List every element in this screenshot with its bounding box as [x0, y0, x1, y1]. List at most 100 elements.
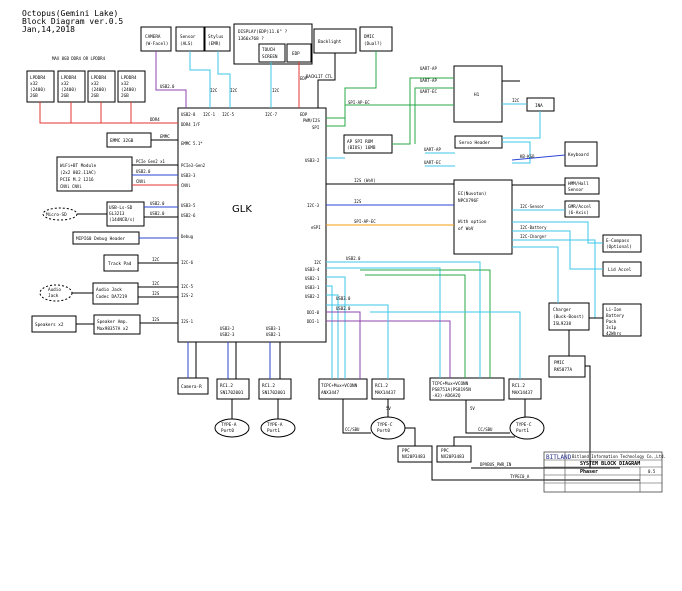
svg-text:Track Pad: Track Pad — [108, 261, 132, 267]
sensor-block: Sensor (ALS) — [175, 26, 205, 52]
svg-text:x32: x32 — [91, 81, 99, 87]
tcpc-right-block: TCPC+Mux+VCONN PS8751A(PS8195N -A3)-AD6A… — [429, 377, 505, 401]
pin-spi: SPI — [312, 125, 320, 130]
pin-b-usb2-1: USB2-1 — [266, 332, 281, 337]
svg-text:Port0: Port0 — [221, 428, 234, 434]
lpddr4-0: LPDDR4 x32 (2400) 2GB — [26, 70, 55, 103]
svg-text:Port1: Port1 — [516, 428, 529, 434]
svg-text:USB-Ls-SD: USB-Ls-SD — [109, 205, 133, 211]
svg-text:ISL9238: ISL9238 — [553, 321, 572, 327]
backlight-block: Backlight — [313, 28, 357, 54]
pin-emmc: EMMC 5.1* — [181, 141, 203, 146]
cpu-left-pins: DDR4 I/F EMMC 5.1* PCIe3-Gen2 USB3-3 CNV… — [181, 122, 206, 324]
svg-text:x32: x32 — [61, 81, 69, 87]
net-i2c-top1: I2C — [210, 88, 218, 93]
net-usb-right2: USB3.0 — [336, 296, 351, 301]
pin-ddi-1: DDI-1 — [307, 319, 320, 324]
net-espi: SPI-AP-EC — [354, 219, 376, 224]
pin-edp: EDP — [300, 112, 308, 117]
svg-text:Speaker Amp.: Speaker Amp. — [97, 319, 128, 325]
svg-text:HMM/Hall: HMM/Hall — [568, 181, 589, 187]
pin-espi: eSPI — [311, 225, 321, 230]
svg-text:NX20P3483: NX20P3483 — [441, 454, 465, 460]
pin-b-usb3-1: USB3-1 — [266, 326, 281, 331]
svg-text:PS8751A(PS8195N: PS8751A(PS8195N — [432, 387, 471, 393]
rc-mid-block: RC1.2 MAX14437 — [371, 378, 405, 400]
net-usb20b: USB2.0 — [150, 201, 165, 206]
svg-text:GL3213: GL3213 — [109, 211, 125, 217]
pin-i2s-2: I2S-2 — [181, 293, 194, 298]
lpddr4-2: LPDDR4 x32 (2400) 2GB — [87, 70, 116, 103]
svg-text:(BIOS) 16MB: (BIOS) 16MB — [347, 145, 376, 151]
pin-pwm: PWM/I2S — [303, 118, 320, 123]
edp-block: EDP — [286, 43, 312, 63]
svg-text:MAX14437: MAX14437 — [512, 390, 533, 396]
cpu-top-pins: USB2-8 I2C-1 I2C-5 I2C-7 EDP — [181, 112, 308, 117]
company-logo: BITLAND — [546, 454, 572, 461]
speaker-amp-block: Speaker Amp. Max98357A x2 — [93, 314, 141, 335]
pin-i2c-5-top: I2C-5 — [222, 112, 235, 117]
pin-i2c-3: I2C-3 — [307, 203, 320, 208]
lpddr4-3: LPDDR4 x32 (2400) 2GB — [117, 70, 146, 103]
svg-text:PCIE M.2 1216: PCIE M.2 1216 — [60, 177, 94, 183]
svg-text:EMMC 32GB: EMMC 32GB — [110, 138, 134, 144]
svg-text:RC1.2: RC1.2 — [262, 383, 275, 389]
compass-block: E-Compass (Optional) — [602, 234, 642, 253]
usb-sd-block: USB-Ls-SD GL3213 (144NCB/s) — [106, 201, 145, 227]
mipi-debug-block: MIPI60 Debug Header — [72, 231, 140, 245]
pin-b-usb3-2: USB3-2 — [220, 326, 235, 331]
svg-text:NPCX796F: NPCX796F — [458, 198, 479, 204]
rev: 0.5 — [648, 469, 656, 474]
svg-text:MAX14437: MAX14437 — [375, 390, 396, 396]
project-name: Phaser — [580, 469, 598, 475]
dmic-top-block: DMIC (Dual?) — [359, 26, 393, 52]
net-uart-servo2: UART-EC — [424, 160, 441, 165]
svg-text:LPDDR4: LPDDR4 — [121, 75, 137, 81]
pin-usb3-1: USB3-1 — [305, 285, 320, 290]
codec-block: Audio Jack Codec DA7219 — [92, 282, 139, 305]
svg-text:Codec DA7219: Codec DA7219 — [96, 294, 127, 300]
svg-text:Battery: Battery — [606, 313, 625, 319]
pin-usb3-5: USB3-5 — [181, 203, 196, 208]
svg-text:42Whrs: 42Whrs — [606, 331, 622, 337]
audio-jack-block: Audio Jack — [39, 284, 73, 302]
svg-text:3s1p: 3s1p — [606, 325, 617, 331]
wifi-block: WiFi+BT Module (2x2 802.11AC) PCIE M.2 1… — [56, 156, 133, 192]
net-i2s-h1: I2S — [354, 199, 362, 204]
svg-text:E-Compass: E-Compass — [606, 238, 630, 244]
svg-text:Speakers x2: Speakers x2 — [35, 322, 64, 328]
svg-text:(Optional): (Optional) — [606, 244, 632, 250]
svg-text:TCPC+Mux+VCONN: TCPC+Mux+VCONN — [321, 383, 358, 389]
pin-usb2-2: USB2-2 — [305, 294, 320, 299]
company-full: Bitland Information Technology Co.,Ltd. — [572, 454, 666, 459]
net-emmc: EMMC — [160, 134, 170, 139]
svg-text:INA: INA — [535, 103, 543, 109]
ap-spi-block: AP SPI ROM (BIOS) 16MB — [343, 134, 393, 154]
svg-text:(Dual?): (Dual?) — [364, 41, 382, 47]
net-ddr: DDR4 — [150, 117, 160, 122]
svg-text:x32: x32 — [30, 81, 38, 87]
svg-text:(6-Axis): (6-Axis) — [568, 210, 589, 216]
net-i2c-battery: I2C-Battery — [520, 225, 547, 230]
connections — [39, 51, 640, 481]
pin-i2c-1: I2C-1 — [203, 112, 216, 117]
pin-i2c: I2C — [314, 260, 322, 265]
sheet-title: SYSTEM BLOCK DIAGRAM — [580, 461, 640, 467]
svg-text:Keyboard: Keyboard — [568, 152, 589, 158]
ppc-left2-block: PPC NX20P3483 — [436, 445, 472, 463]
svg-text:Max98357A x2: Max98357A x2 — [97, 326, 128, 332]
camera-block: CAMERA (W-Facel) — [140, 26, 172, 52]
net-i2c-top2: I2C — [230, 88, 238, 93]
svg-text:RC1.2: RC1.2 — [220, 383, 233, 389]
net-cnvi: CNVi — [136, 179, 146, 184]
type-c1-block: TYPE-C Port1 — [509, 416, 545, 440]
svg-text:AP SPI ROM: AP SPI ROM — [347, 139, 373, 145]
net-i2c-top3: I2C — [272, 88, 280, 93]
svg-text:Jack: Jack — [48, 293, 59, 299]
net-backlight: BACKLIT CTL — [306, 74, 333, 79]
svg-text:NX20P3483: NX20P3483 — [402, 454, 426, 460]
svg-text:Backlight: Backlight — [318, 39, 342, 45]
type-c0-block: TYPE-C Port0 — [370, 416, 406, 440]
pin-ddi-0: DDI-0 — [307, 310, 320, 315]
